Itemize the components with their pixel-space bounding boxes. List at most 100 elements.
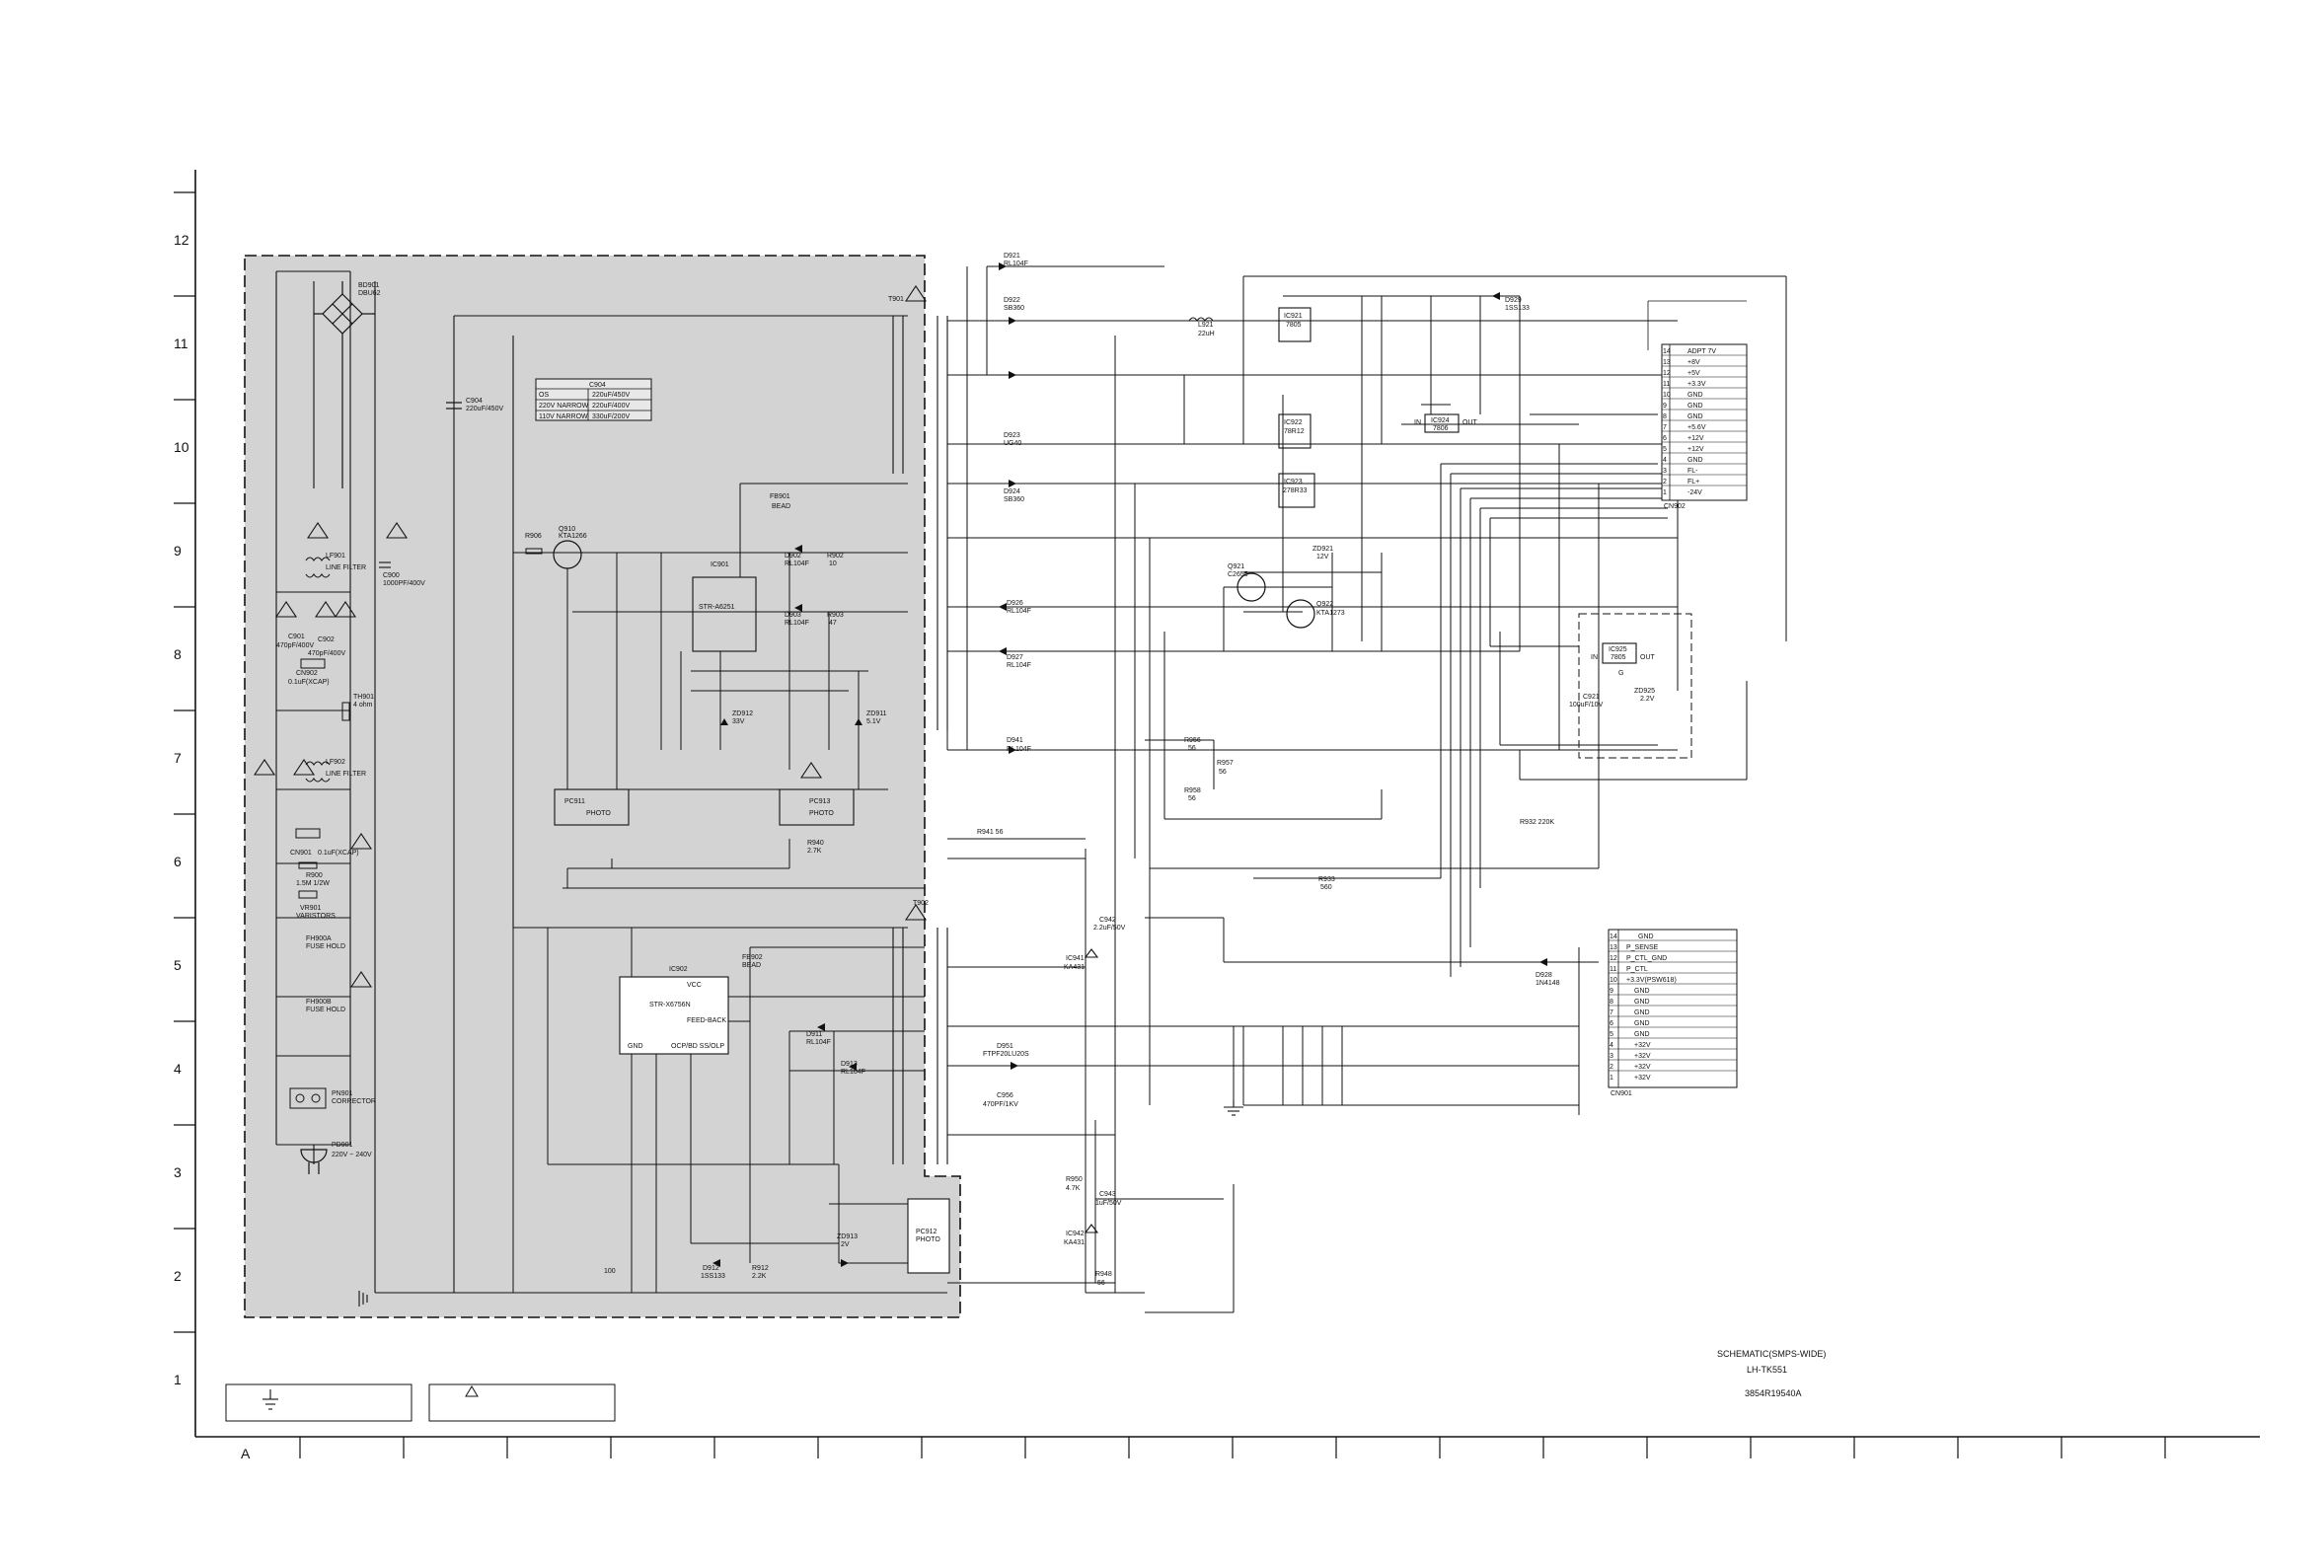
q921-ref: Q921: [1228, 563, 1244, 570]
resistor-r900: [298, 861, 318, 869]
cn901-pin-sig: GND: [1634, 1031, 1650, 1038]
bd901-ref: BD901: [358, 282, 380, 289]
row-labels: 12 11 10 9 8 7 6 5 4 3 2 1 A: [174, 232, 251, 1461]
cn902-pin-sig: GND: [1687, 392, 1703, 399]
r912-value: 2.2K: [752, 1273, 767, 1280]
regulator-ic923: [1278, 473, 1315, 508]
cn901-pin-sig: GND: [1634, 1020, 1650, 1027]
d911-ref: D911: [806, 1031, 822, 1038]
fb901-value: BEAD: [772, 503, 790, 510]
d921-ref: D921: [1004, 253, 1020, 260]
cn901-pin-sig: P_CTL: [1626, 966, 1648, 973]
diodes-secondary: [999, 262, 1547, 1070]
varistor-vr901: [298, 890, 318, 899]
fh900a-ref: FH900A: [306, 935, 332, 942]
r941-ref: R941 56: [977, 829, 1004, 836]
ic902-box: [619, 976, 729, 1055]
ic923-ref: IC923: [1284, 479, 1303, 485]
l921-ref: L921: [1198, 322, 1214, 329]
r906-ref: R906: [525, 533, 542, 540]
warning-triangle-icon: [253, 759, 276, 776]
cn902-pin-sig: FL+: [1687, 479, 1699, 485]
zd925-value: 2.2V: [1640, 696, 1655, 703]
transistor-q922: [1286, 599, 1315, 629]
cn901-pin-sig: +32V: [1634, 1053, 1651, 1060]
r958-value: 56: [1188, 795, 1196, 802]
cn902-pin-sig: +5.6V: [1687, 424, 1706, 431]
lf902-ref: LF902: [326, 759, 345, 766]
cn902-pin-sig: +12V: [1687, 435, 1704, 442]
warning-triangles: [253, 285, 928, 988]
d923-ref: D923: [1004, 432, 1020, 439]
cn901-pin-sig: +32V: [1634, 1042, 1651, 1049]
cn901-pin-sig: GND: [1634, 999, 1650, 1006]
warning-triangle-icon: [292, 759, 316, 776]
ic922-value: 78R12: [1284, 428, 1305, 435]
ic942-value: KA431: [1064, 1239, 1085, 1246]
c904-ref: C904: [466, 398, 483, 405]
c956-value: 470PF/1KV: [983, 1101, 1018, 1108]
ic902-value: STR-X6756N: [649, 1002, 691, 1008]
d913-ref: D913: [841, 1061, 858, 1068]
r950-value: 4.7K: [1066, 1185, 1081, 1192]
q922-ref: Q922: [1316, 601, 1333, 608]
pn901-value: CORRECTOR: [332, 1098, 376, 1105]
cn901-pin-num: 11: [1610, 966, 1616, 973]
r900-value: 1.5M 1/2W: [296, 880, 330, 887]
ic942-ref: IC942: [1066, 1231, 1085, 1237]
pd901-value: 220V ~ 240V: [332, 1152, 372, 1158]
cn901-pin-sig: +3.3V(PSW618): [1626, 977, 1677, 984]
d924-ref: D924: [1004, 488, 1020, 495]
ground-icon: [358, 1291, 368, 1307]
photocoupler-pc912: [907, 1198, 950, 1274]
r933-ref: R933: [1318, 876, 1335, 883]
warning-triangle-icon: [274, 601, 298, 618]
ic925-value: 7805: [1611, 654, 1626, 661]
warning-triangle-icon: [349, 971, 373, 988]
cn902-pin-num: 14: [1663, 348, 1671, 355]
cn902-name: CN902: [1664, 503, 1686, 510]
row-label: 3: [174, 1164, 182, 1180]
d902-ref: D902: [785, 553, 801, 560]
c904-value: 220uF/450V: [466, 406, 503, 412]
capacitor-c900: [379, 561, 391, 568]
th901-value: 4 ohm: [353, 702, 373, 709]
pn901-ref: PN901: [332, 1090, 353, 1097]
document-number: 3854R19540A: [1745, 1388, 1802, 1398]
ic901-value: STR-A6251: [699, 604, 735, 611]
ic902-ocp: OCP/BD SS/OLP: [671, 1043, 724, 1050]
lf901-value: LINE FILTER: [326, 564, 366, 571]
pc913-ref: PC913: [809, 798, 831, 805]
lf902-value: LINE FILTER: [326, 771, 366, 778]
inductor-l921: [1188, 317, 1214, 322]
r900-ref: R900: [306, 872, 323, 879]
r940-ref: R940: [807, 840, 824, 847]
cn902-pin-num: 4: [1663, 457, 1667, 464]
row-label: 1: [174, 1372, 182, 1387]
c921-ref: C921: [1583, 694, 1600, 701]
cn902-pin-sig: GND: [1687, 413, 1703, 420]
connector-cn901: 14 GND 13 P_SENSE 12 P_CTL_GND 11 P_CTL …: [1608, 929, 1738, 1097]
cn902-pin-sig: -24V: [1687, 489, 1702, 496]
corrector-pn901: [289, 1087, 327, 1109]
fb901-ref: FB901: [770, 493, 790, 500]
d911-value: RL104F: [806, 1039, 831, 1046]
shunt-reg-symbols: [1084, 948, 1099, 1233]
row-label: 7: [174, 750, 182, 766]
cn902-pin-sig: GND: [1687, 403, 1703, 410]
schematic-title: SCHEMATIC(SMPS-WIDE): [1717, 1349, 1826, 1359]
cn901-name: CN901: [1611, 1090, 1632, 1097]
column-ticks: [299, 1437, 2166, 1458]
cn902-pin-num: 9: [1663, 403, 1667, 410]
r950-ref: R950: [1066, 1176, 1083, 1183]
ic923-value: 278R33: [1283, 487, 1308, 494]
ic925-module: [1578, 613, 1692, 759]
row-label: 9: [174, 543, 182, 559]
d902-value: RL104F: [785, 560, 809, 567]
thermistor-th901: [341, 702, 350, 721]
input-wiring: [275, 270, 947, 1294]
fh900b-ref: FH900B: [306, 999, 332, 1006]
row-label: 8: [174, 646, 182, 662]
c904-table-region: OS: [539, 392, 549, 399]
